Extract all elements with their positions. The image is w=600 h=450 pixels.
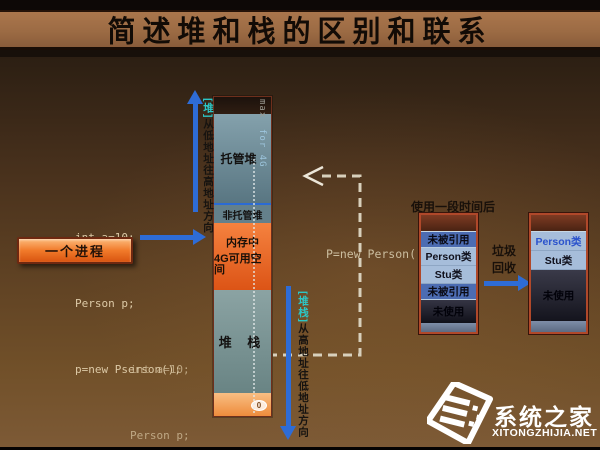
usage-duration-label: 使用一段时间后 <box>411 200 496 214</box>
address-zero-marker: 0 <box>251 400 267 411</box>
heap-row-person-class: Person类 <box>531 232 586 251</box>
box-bottom-gradient <box>421 323 476 332</box>
box-bottom-gradient <box>531 321 586 332</box>
gc-arrow-icon <box>484 275 531 291</box>
heap-after-gc-box: Person类 Stu类 未使用 <box>528 212 589 335</box>
process-to-memory-arrow-icon <box>140 229 206 245</box>
code-line: int a=10; <box>130 363 190 376</box>
max-for-4g-label: max for 4G <box>257 99 267 168</box>
heap-row-unused: 未使用 <box>421 300 476 323</box>
process-box-label: 一个进程 <box>44 244 105 259</box>
available-memory-section: 内存中 4G可用空间 <box>214 223 271 290</box>
heap-separator-line <box>214 203 271 205</box>
memory-layout-column: 托管堆 非托管堆 内存中 4G可用空间 堆 栈 0 max for 4G <box>213 96 272 417</box>
memory-top-band <box>214 97 271 114</box>
stack-code-block: int a=10; Person p; <box>130 315 190 450</box>
available-memory-line2: 4G可用空间 <box>214 252 262 276</box>
managed-heap-section: 托管堆 <box>214 114 271 203</box>
diagram-background <box>0 57 600 447</box>
process-box: 一个进程 <box>17 237 133 264</box>
title-bar: 简述堆和栈的区别和联系 <box>0 10 600 50</box>
title-divider <box>0 50 600 57</box>
bottom-border-strip <box>0 447 600 450</box>
code-line: p=new Pserson(); <box>75 363 181 376</box>
heap-before-gc-box: 未被引用 Person类 Stu类 未被引用 未使用 <box>418 212 479 335</box>
watermark-site-url: XITONGZHIJIA.NET <box>492 427 598 439</box>
memory-center-dotted-line <box>253 159 255 413</box>
stack-direction-text: [堆栈]从高地址往低地址方向 <box>297 291 309 438</box>
pointer-assignment-label: P=new Person(); <box>326 247 430 261</box>
heap-row-unreferenced: 未被引用 <box>421 232 476 248</box>
heap-row-unused: 未使用 <box>531 270 586 321</box>
stack-section: 堆 栈 <box>214 290 271 393</box>
heap-row-stu-class: Stu类 <box>531 251 586 270</box>
heap-row-person-class: Person类 <box>421 248 476 266</box>
available-memory-line1: 内存中 <box>226 236 259 249</box>
box-top-band <box>421 215 476 232</box>
stack-section-label: 堆 栈 <box>218 335 267 350</box>
heap-row-stu-class: Stu类 <box>421 266 476 284</box>
code-line: Person p; <box>75 297 135 310</box>
unmanaged-heap-section: 非托管堆 <box>214 205 271 223</box>
heap-direction-up-arrow-icon <box>187 90 203 212</box>
xitongzhijia-logo-icon <box>427 382 493 444</box>
box-top-band <box>531 215 586 232</box>
managed-heap-label: 托管堆 <box>220 152 257 166</box>
page-title: 简述堆和栈的区别和联系 <box>107 13 493 49</box>
unmanaged-heap-label: 非托管堆 <box>222 210 263 222</box>
memory-bottom-band: 0 <box>214 393 271 416</box>
garbage-collection-label: 垃圾 回收 <box>492 244 517 275</box>
heap-row-unreferenced: 未被引用 <box>421 284 476 300</box>
code-line: Person p; <box>130 429 190 442</box>
watermark-site-name: 系统之家 <box>494 404 594 430</box>
stack-direction-down-arrow-icon <box>280 286 296 440</box>
heap-direction-text: [堆]从低地址往高地址方向 <box>202 98 214 234</box>
top-border-strip <box>0 0 600 10</box>
